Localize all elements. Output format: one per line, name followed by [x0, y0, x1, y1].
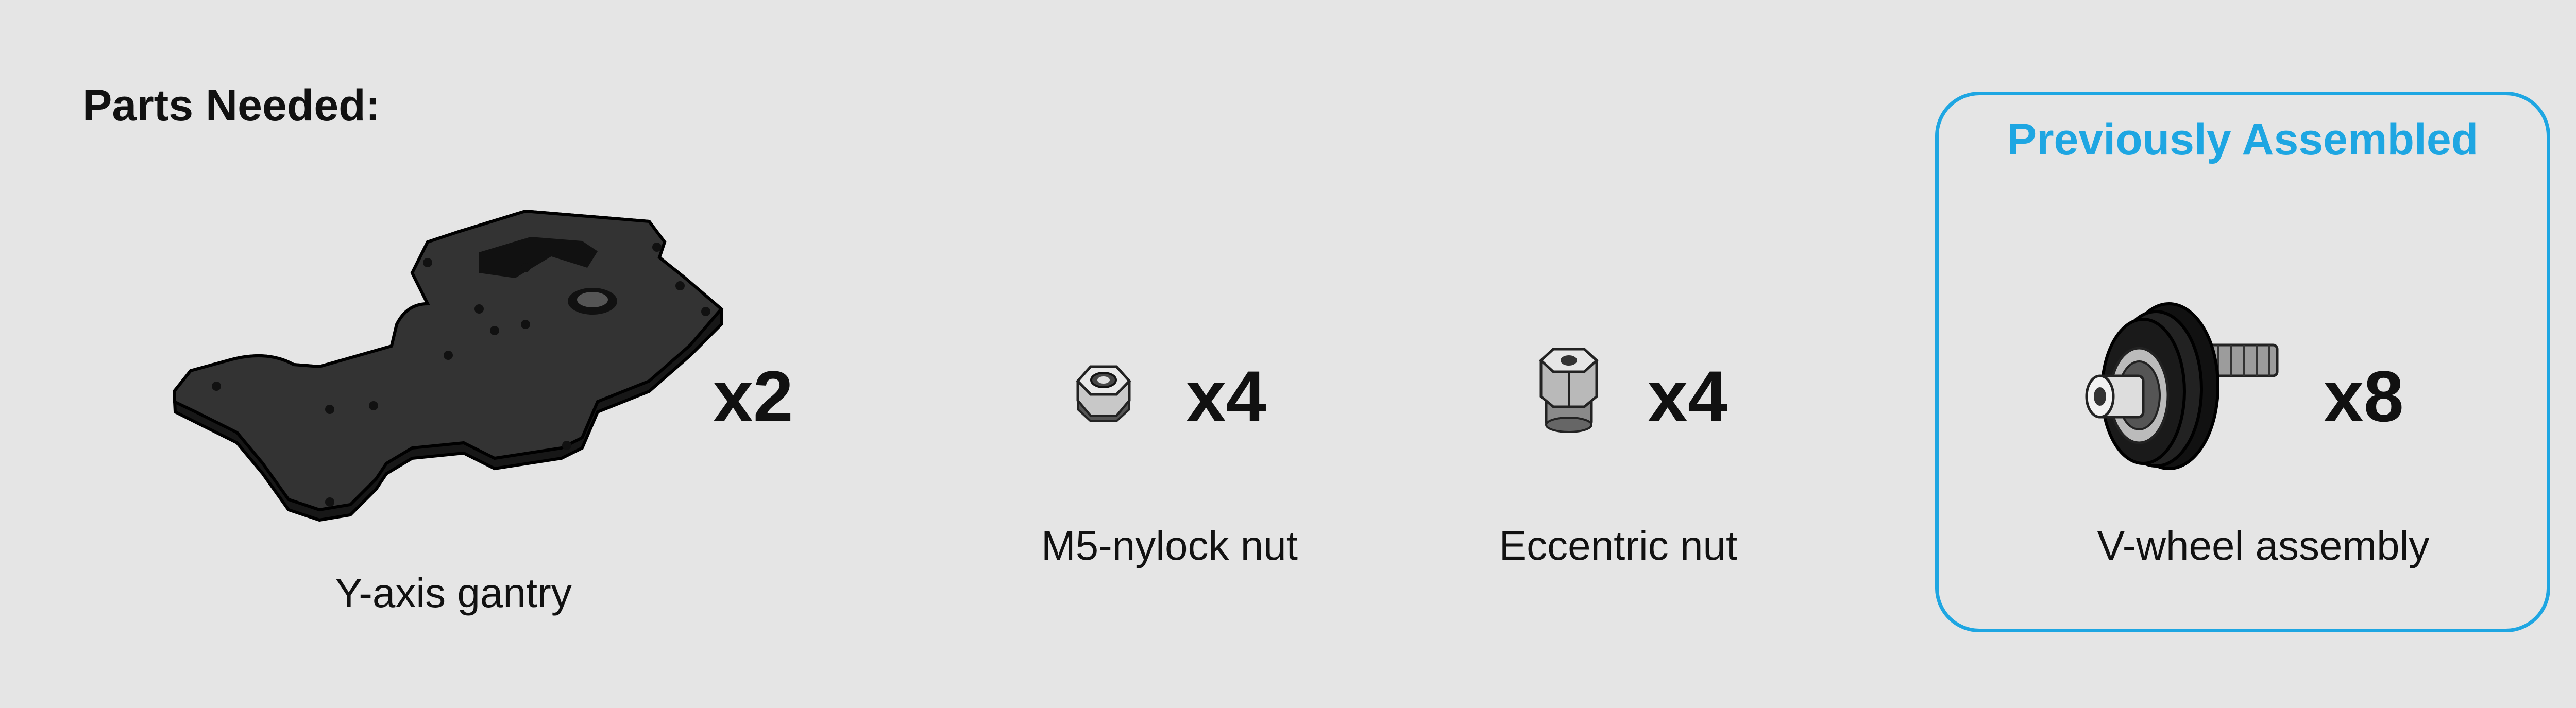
- qty-m5-nylock-nut: x4: [1186, 356, 1266, 437]
- label-y-axis-gantry: Y-axis gantry: [335, 570, 572, 616]
- label-v-wheel-assembly: V-wheel assembly: [2097, 523, 2430, 568]
- label-m5-nylock-nut: M5-nylock nut: [1041, 523, 1298, 568]
- previously-assembled-title: Previously Assembled: [2007, 115, 2479, 164]
- qty-y-axis-gantry: x2: [713, 356, 793, 437]
- label-eccentric-nut: Eccentric nut: [1499, 523, 1738, 568]
- qty-v-wheel-assembly: x8: [2324, 356, 2404, 437]
- v-wheel-icon: [2085, 302, 2279, 470]
- nylock-nut-icon: [1076, 365, 1131, 422]
- parts-needed-heading: Parts Needed:: [82, 81, 381, 130]
- gantry-plate-icon: [172, 209, 724, 522]
- eccentric-nut-icon: [1539, 348, 1599, 433]
- previously-assembled-panel: [1935, 92, 2550, 632]
- qty-eccentric-nut: x4: [1648, 356, 1728, 437]
